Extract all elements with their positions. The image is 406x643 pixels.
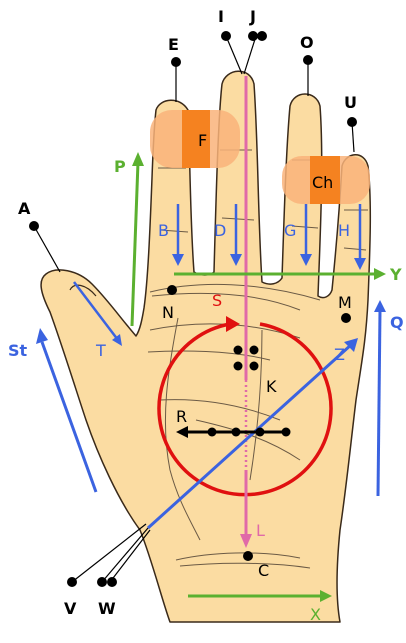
label-D: D	[214, 221, 226, 240]
circle-S-arrowhead	[226, 316, 240, 332]
ring-band-F	[150, 110, 240, 168]
label-P: P	[114, 157, 126, 176]
arrow-P	[130, 161, 140, 327]
arrow-St-head	[36, 328, 48, 344]
thumb-nail	[69, 284, 97, 297]
label-G: G	[284, 221, 296, 240]
arrow-Z	[146, 342, 354, 530]
label-E: E	[168, 35, 179, 54]
R-line-dots	[207, 427, 291, 437]
arrow-Z-head	[344, 338, 358, 352]
label-Ch: Ch	[312, 173, 333, 192]
finger-arrows	[176, 204, 362, 262]
finger-arrowheads	[172, 254, 366, 270]
label-Y: Y	[389, 265, 402, 284]
label-N: N	[162, 303, 174, 322]
label-H: H	[338, 221, 350, 240]
label-W: W	[98, 599, 116, 618]
arrow-T-head	[112, 334, 122, 346]
label-O: O	[300, 33, 314, 52]
leader-dots	[29, 31, 357, 587]
label-B: B	[158, 221, 169, 240]
label-Q: Q	[390, 313, 404, 332]
label-K: K	[266, 377, 277, 396]
label-X: X	[310, 605, 321, 624]
label-A: A	[18, 199, 31, 218]
ring-band-Ch	[282, 156, 370, 204]
arrow-Q	[376, 309, 382, 497]
label-Z: Z	[334, 345, 345, 364]
arrow-Q-head	[374, 300, 386, 312]
arrow-St	[40, 341, 98, 493]
arrow-R-head	[176, 426, 188, 438]
label-T: T	[95, 341, 106, 360]
arrow-Y-head	[374, 268, 386, 280]
label-S: S	[212, 291, 222, 310]
label-J: J	[249, 7, 256, 26]
arrow-T	[73, 281, 119, 341]
label-R: R	[176, 407, 187, 426]
label-St: St	[8, 341, 28, 360]
label-C: C	[258, 561, 269, 580]
label-F: F	[198, 131, 207, 150]
axis-L-arrowhead	[240, 534, 252, 548]
label-U: U	[344, 93, 357, 112]
leader-lines	[33, 35, 355, 583]
label-I: I	[218, 7, 224, 26]
label-V: V	[64, 599, 77, 618]
arrow-P-head	[132, 152, 144, 166]
K-dots	[233, 345, 259, 371]
label-L: L	[256, 521, 265, 540]
label-M: M	[338, 293, 352, 312]
arrow-X-head	[320, 590, 332, 602]
